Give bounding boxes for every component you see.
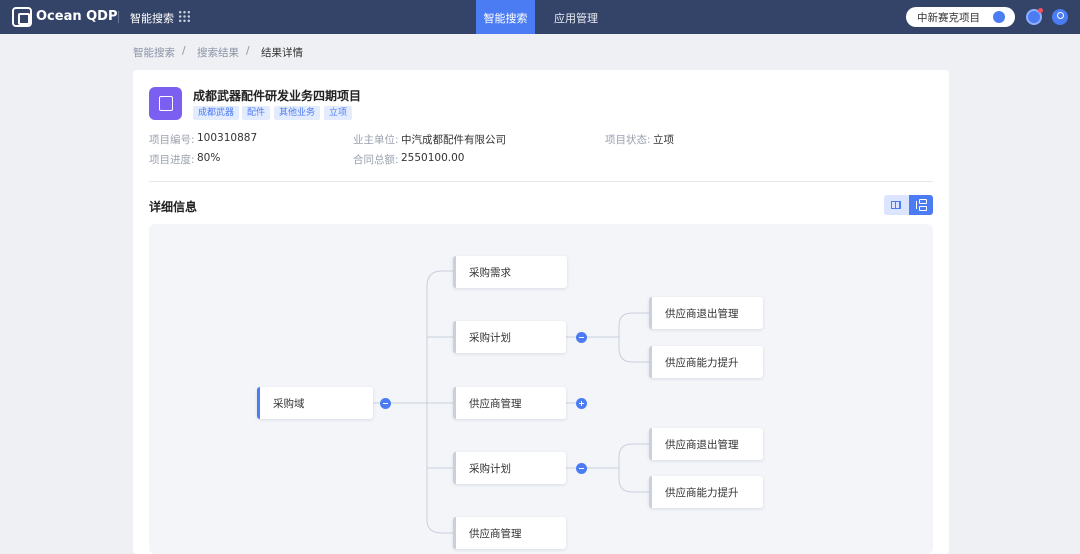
ocean-qdp-logo-icon[interactable] [12,7,32,27]
field-value-contract: 2550100.00 [401,152,465,164]
view-mode-toggle [884,195,933,215]
project-tag: 配件 [242,106,271,120]
field-label-contract: 合同总额: [353,154,399,166]
tab-app-management[interactable]: 应用管理 [554,12,598,25]
breadcrumb-item-search[interactable]: 智能搜索 [133,47,175,59]
breadcrumb-item-current: 结果详情 [261,47,303,59]
section-divider [149,181,933,182]
tree-node-level1[interactable]: 供应商管理 [453,517,566,549]
tree-node-root[interactable]: 采购域 [257,387,373,419]
notification-dot [1038,8,1043,13]
tree-node-level2[interactable]: 供应商能力提升 [649,476,763,508]
tree-view-button[interactable] [909,195,933,215]
field-label-owner: 业主单位: [353,134,399,146]
field-label-status: 项目状态: [605,134,651,146]
field-value-status: 立项 [653,134,674,146]
search-input-value: 中新赛克项目 [917,12,980,24]
tree-node-level1[interactable]: 供应商管理 [453,387,566,419]
nav-divider [118,11,119,23]
field-value-owner: 中汽成都配件有限公司 [401,134,506,146]
brand-name[interactable]: Ocean QDP [36,9,118,24]
field-value-progress: 80% [197,152,221,164]
tree-node-level2[interactable]: 供应商退出管理 [649,297,763,329]
project-cube-icon [149,87,182,120]
project-tag: 其他业务 [274,106,321,120]
project-title: 成都武器配件研发业务四期项目 [193,89,362,103]
tree-canvas[interactable]: 采购域 采购需求 采购计划 供应商管理 采购计划 供应商管理 供应商退出管理 供… [149,224,933,554]
tab-smart-search[interactable]: 智能搜索 [476,0,535,34]
top-navigation-bar: Ocean QDP 智能搜索 智能搜索 应用管理 中新赛克项目 [0,0,1080,34]
collapse-icon[interactable] [380,398,391,409]
tree-connectors [373,270,649,534]
tree-node-level1[interactable]: 采购计划 [453,452,566,484]
breadcrumb-item-results[interactable]: 搜索结果 [197,47,239,59]
table-view-button[interactable] [884,195,908,215]
breadcrumb-separator: / [246,45,250,57]
field-label-project-no: 项目编号: [149,134,195,146]
tree-node-level2[interactable]: 供应商能力提升 [649,346,763,378]
user-avatar-icon[interactable] [1052,9,1068,25]
message-icon[interactable] [1026,8,1043,25]
search-icon[interactable] [993,11,1005,23]
field-label-progress: 项目进度: [149,154,195,166]
field-value-project-no: 100310887 [197,132,258,144]
expand-icon[interactable] [576,398,587,409]
collapse-icon[interactable] [576,463,587,474]
tree-node-level1[interactable]: 采购计划 [453,321,566,353]
table-view-icon [891,201,901,209]
tree-node-level2[interactable]: 供应商退出管理 [649,428,763,460]
apps-grid-icon[interactable] [178,10,191,23]
project-detail-card: 成都武器配件研发业务四期项目 成都武器 配件 其他业务 立项 项目编号: 100… [133,70,949,554]
tree-node-level1[interactable]: 采购需求 [453,256,567,288]
collapse-icon[interactable] [576,332,587,343]
project-tag: 立项 [324,106,353,120]
nav-smart-search[interactable]: 智能搜索 [130,12,174,25]
breadcrumb-separator: / [182,45,186,57]
project-tag: 成都武器 [193,106,240,120]
tree-view-icon [916,199,927,211]
details-section-title: 详细信息 [149,200,198,214]
search-input[interactable]: 中新赛克项目 [906,7,1015,27]
